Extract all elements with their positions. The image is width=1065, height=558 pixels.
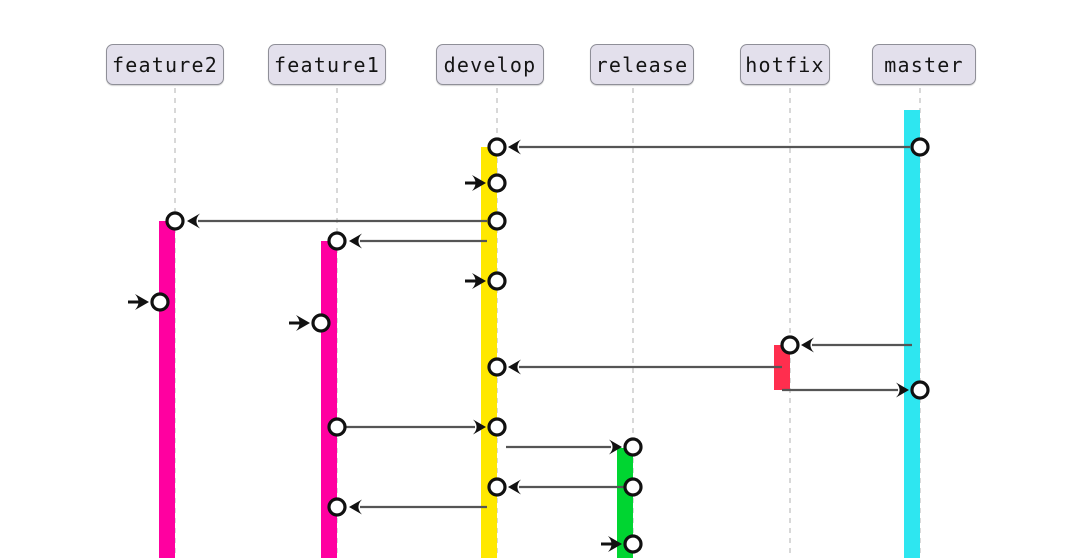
activation-bar-develop bbox=[481, 147, 497, 558]
arrow-head-a1 bbox=[508, 139, 521, 155]
self-commit-arrow-s2 bbox=[472, 273, 486, 289]
arrow-head-a6 bbox=[896, 382, 909, 398]
commit-node-n-feature1-4[interactable] bbox=[327, 497, 347, 517]
lane-label-master[interactable]: master bbox=[872, 44, 976, 85]
commit-node-n-release-3[interactable] bbox=[623, 534, 643, 554]
lane-label-hotfix[interactable]: hotfix bbox=[740, 44, 830, 85]
arrow-head-a5 bbox=[508, 359, 521, 375]
lane-label-text: release bbox=[595, 52, 689, 77]
arrow-head-a7 bbox=[473, 419, 486, 435]
commit-node-n-feature1-1[interactable] bbox=[327, 231, 347, 251]
commit-node-n-release-2[interactable] bbox=[623, 477, 643, 497]
commit-nodes-group bbox=[150, 137, 930, 554]
commit-node-n-develop-5[interactable] bbox=[487, 357, 507, 377]
arrow-head-a9 bbox=[508, 479, 521, 495]
arrows-group bbox=[187, 139, 912, 515]
self-commit-markers-group bbox=[128, 175, 622, 552]
lane-label-text: feature1 bbox=[274, 52, 380, 77]
lane-label-feature2[interactable]: feature2 bbox=[106, 44, 224, 85]
arrow-head-a8 bbox=[609, 439, 622, 455]
activation-bar-feature2 bbox=[159, 221, 175, 558]
commit-node-n-develop-2[interactable] bbox=[487, 173, 507, 193]
lane-label-text: develop bbox=[443, 52, 537, 77]
arrow-head-a2 bbox=[187, 213, 200, 229]
commit-node-n-master-1[interactable] bbox=[910, 137, 930, 157]
commit-node-n-master-2[interactable] bbox=[910, 380, 930, 400]
activation-bars-group bbox=[159, 110, 920, 558]
self-commit-arrow-s1 bbox=[472, 175, 486, 191]
arrow-head-a3 bbox=[349, 233, 362, 249]
arrow-head-a4 bbox=[801, 337, 814, 353]
commit-node-n-release-1[interactable] bbox=[623, 437, 643, 457]
activation-bar-master bbox=[904, 110, 920, 558]
commit-node-n-feature2-1[interactable] bbox=[165, 211, 185, 231]
arrow-head-a10 bbox=[349, 499, 362, 515]
commit-node-n-hotfix-1[interactable] bbox=[780, 335, 800, 355]
lane-label-feature1[interactable]: feature1 bbox=[268, 44, 386, 85]
lane-label-text: master bbox=[884, 52, 964, 77]
commit-node-n-feature1-2[interactable] bbox=[311, 313, 331, 333]
commit-node-n-develop-3[interactable] bbox=[487, 211, 507, 231]
lane-label-release[interactable]: release bbox=[590, 44, 694, 85]
lane-label-text: hotfix bbox=[745, 52, 825, 77]
commit-node-n-develop-4[interactable] bbox=[487, 271, 507, 291]
commit-node-n-feature2-2[interactable] bbox=[150, 292, 170, 312]
commit-node-n-feature1-3[interactable] bbox=[327, 417, 347, 437]
self-commit-arrow-s5 bbox=[608, 536, 622, 552]
self-commit-arrow-s3 bbox=[135, 294, 149, 310]
activation-bar-release bbox=[617, 448, 633, 558]
commit-node-n-develop-7[interactable] bbox=[487, 477, 507, 497]
lane-label-text: feature2 bbox=[112, 52, 218, 77]
commit-node-n-develop-6[interactable] bbox=[487, 417, 507, 437]
self-commit-arrow-s4 bbox=[296, 315, 310, 331]
lane-label-develop[interactable]: develop bbox=[436, 44, 544, 85]
commit-node-n-develop-1[interactable] bbox=[487, 137, 507, 157]
